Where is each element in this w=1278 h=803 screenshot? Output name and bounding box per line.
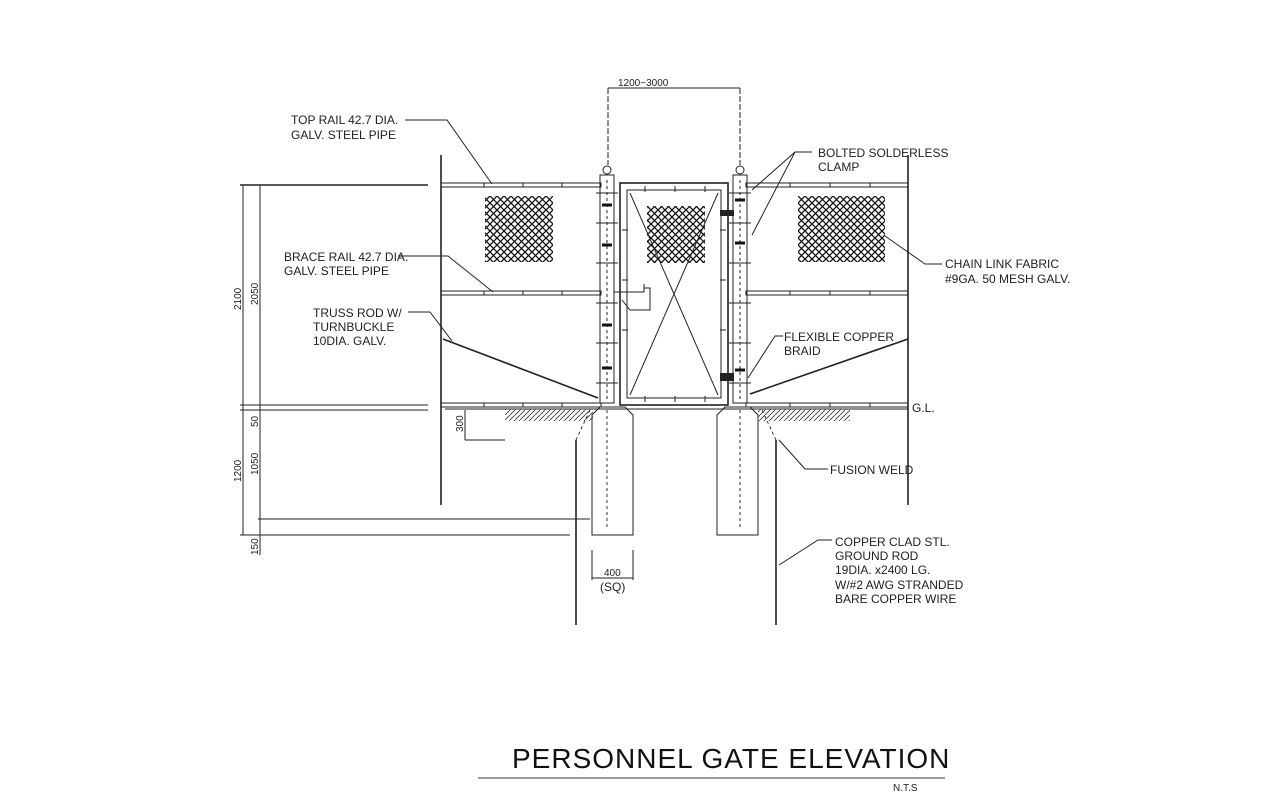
svg-text:BARE COPPER WIRE: BARE COPPER WIRE [835, 592, 956, 606]
svg-text:GALV. STEEL PIPE: GALV. STEEL PIPE [284, 264, 389, 278]
dim-rod-depth: 300 [455, 415, 466, 432]
svg-text:TURNBUCKLE: TURNBUCKLE [313, 320, 394, 334]
dim-fabric-height: 2050 [250, 282, 261, 305]
dim-total-height: 2100 [233, 287, 244, 310]
callout-ground-rod: COPPER CLAD STL. GROUND ROD 19DIA. x2400… [835, 535, 964, 606]
chain-link-fabric-right [798, 196, 885, 262]
dim-clearance: 50 [250, 415, 261, 427]
scale-note: N.T.S [893, 783, 918, 794]
drawing-title: PERSONNEL GATE ELEVATION [512, 743, 950, 774]
dim-footing-size-note: (SQ) [600, 580, 625, 594]
svg-text:GALV. STEEL PIPE: GALV. STEEL PIPE [291, 128, 396, 142]
callout-top-rail: TOP RAIL 42.7 DIA. GALV. STEEL PIPE [291, 113, 398, 142]
svg-text:COPPER CLAD STL.: COPPER CLAD STL. [835, 535, 950, 549]
truss-rods [442, 338, 909, 399]
gate-post-right [720, 165, 751, 404]
callout-leaders [398, 119, 942, 566]
dim-footing-body: 1050 [250, 452, 261, 475]
svg-text:BRAID: BRAID [784, 344, 821, 358]
svg-text:CHAIN LINK FABRIC: CHAIN LINK FABRIC [945, 257, 1059, 271]
concrete-footing-right [716, 406, 759, 536]
svg-text:19DIA. x2400 LG.: 19DIA. x2400 LG. [835, 563, 930, 577]
svg-text:TRUSS ROD W/: TRUSS ROD W/ [313, 306, 402, 320]
callout-fabric: CHAIN LINK FABRIC #9GA. 50 MESH GALV. [945, 257, 1070, 286]
callout-braid: FLEXIBLE COPPER BRAID [784, 330, 894, 358]
ground-level-label: G.L. [912, 401, 935, 415]
ground-rod-left [575, 409, 591, 625]
svg-text:BRACE RAIL 42.7 DIA.: BRACE RAIL 42.7 DIA. [284, 250, 408, 264]
ground-hatch [505, 409, 850, 421]
callout-brace-rail: BRACE RAIL 42.7 DIA. GALV. STEEL PIPE [284, 250, 408, 278]
svg-text:W/#2 AWG STRANDED: W/#2 AWG STRANDED [835, 578, 964, 592]
chain-link-fabric-left [485, 196, 553, 262]
callout-fusion-weld: FUSION WELD [830, 463, 914, 477]
dim-footing-size: 400 [604, 568, 621, 579]
concrete-footing-left [591, 406, 634, 536]
ground-rod-right [761, 409, 777, 625]
gate-leaf [619, 182, 729, 406]
dim-footing-depth: 1200 [233, 459, 244, 482]
dim-footing-bottom: 150 [250, 538, 261, 555]
dim-gate-width: 1200~3000 [618, 78, 669, 89]
svg-text:CLAMP: CLAMP [818, 160, 859, 174]
svg-text:GROUND ROD: GROUND ROD [835, 549, 919, 563]
svg-text:#9GA. 50 MESH GALV.: #9GA. 50 MESH GALV. [945, 272, 1070, 286]
svg-text:BOLTED SOLDERLESS: BOLTED SOLDERLESS [818, 146, 949, 160]
svg-text:FLEXIBLE COPPER: FLEXIBLE COPPER [784, 330, 894, 344]
svg-text:TOP RAIL 42.7 DIA.: TOP RAIL 42.7 DIA. [291, 113, 398, 127]
callout-clamp: BOLTED SOLDERLESS CLAMP [818, 146, 949, 174]
dimension-lines [240, 87, 741, 580]
callout-truss-rod: TRUSS ROD W/ TURNBUCKLE 10DIA. GALV. [313, 306, 402, 348]
svg-text:10DIA. GALV.: 10DIA. GALV. [313, 334, 386, 348]
chain-link-fabric-gate [647, 206, 705, 263]
